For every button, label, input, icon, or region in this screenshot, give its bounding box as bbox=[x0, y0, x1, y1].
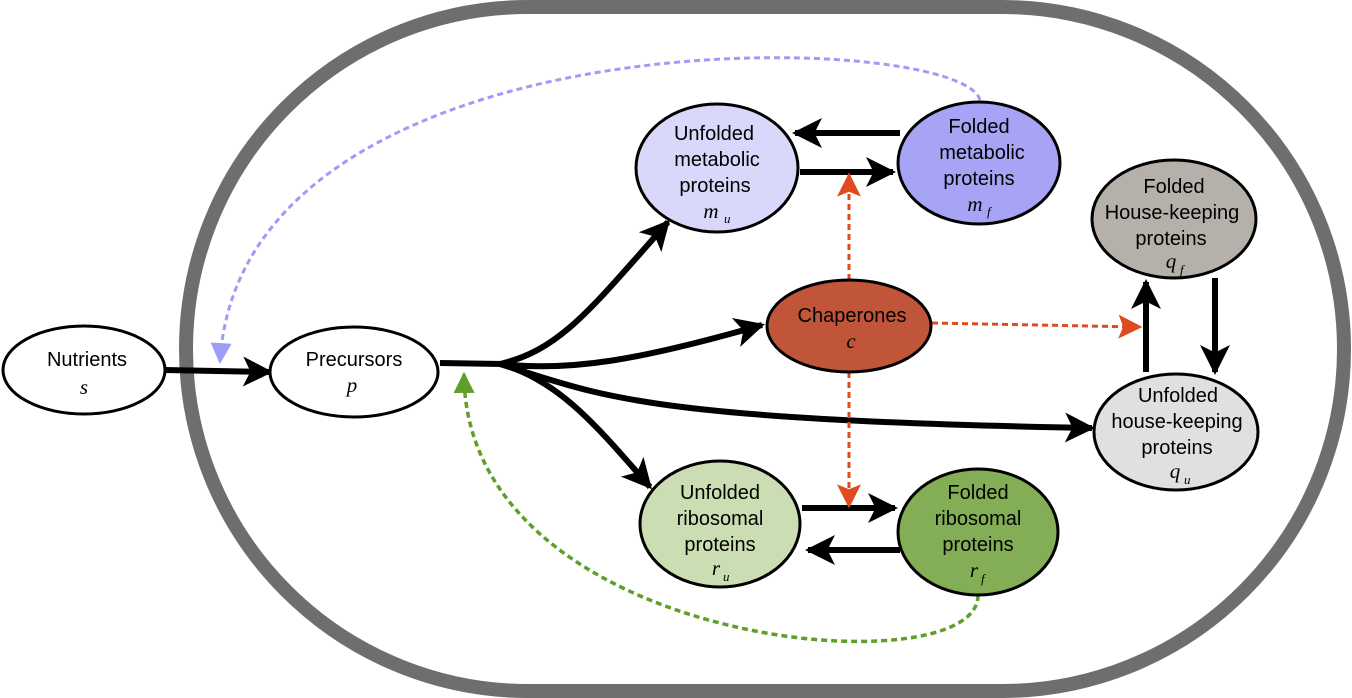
chaperone-arrows bbox=[837, 172, 1143, 509]
metabolic-feedback-arrow bbox=[210, 56, 982, 365]
unfolded-ribosomal-symbol: r bbox=[712, 556, 721, 580]
folded-housekeeping-line1: Folded bbox=[1143, 176, 1204, 198]
folded-ribosomal-line3: proteins bbox=[942, 534, 1013, 556]
unfolded-metabolic-symbol: m bbox=[703, 199, 718, 223]
arrow-to-unfolded-housekeeping bbox=[499, 361, 1095, 443]
arrow-to-chaperones bbox=[499, 318, 765, 370]
unfolded-metabolic-line2: metabolic bbox=[674, 149, 760, 171]
flow-arrows bbox=[164, 118, 1230, 565]
arrow-to-unfolded-ribosomal bbox=[499, 361, 653, 490]
node-precursors: Precursors p bbox=[268, 325, 440, 419]
ribosomal-feedback-arrow bbox=[453, 371, 980, 644]
unfolded-ribosomal-line2: ribosomal bbox=[677, 508, 764, 530]
node-unfolded-ribosomal: Unfolded ribosomal proteins r u bbox=[638, 459, 802, 589]
unfolded-metabolic-line1: Unfolded bbox=[674, 123, 754, 145]
folded-metabolic-line2: metabolic bbox=[939, 142, 1025, 164]
chaperone-arrow-housekeeping bbox=[931, 314, 1143, 339]
node-unfolded-housekeeping: Unfolded house-keeping proteins q u bbox=[1092, 372, 1260, 492]
chaperones-label: Chaperones bbox=[798, 305, 907, 327]
nutrients-label: Nutrients bbox=[47, 349, 127, 371]
unfolded-housekeeping-line2: house-keeping bbox=[1111, 411, 1242, 433]
precursors-label: Precursors bbox=[306, 349, 403, 371]
folded-housekeeping-subscript: f bbox=[1180, 262, 1186, 277]
node-folded-housekeeping: Folded House-keeping proteins q f bbox=[1090, 158, 1258, 280]
folded-housekeeping-symbol: q bbox=[1166, 249, 1177, 273]
folded-metabolic-line1: Folded bbox=[948, 116, 1009, 138]
folded-metabolic-subscript: f bbox=[987, 204, 993, 219]
unfolded-ribosomal-line3: proteins bbox=[684, 534, 755, 556]
arrow-precursors-trunk bbox=[439, 360, 503, 367]
unfolded-ribosomal-subscript: u bbox=[723, 569, 730, 584]
folded-ribosomal-subscript: f bbox=[981, 571, 987, 586]
node-unfolded-metabolic: Unfolded metabolic proteins m u bbox=[634, 102, 800, 234]
precursors-symbol: p bbox=[345, 373, 358, 397]
chaperones-symbol: c bbox=[846, 329, 856, 353]
cell-membrane bbox=[179, 0, 1351, 698]
folded-ribosomal-line2: ribosomal bbox=[935, 508, 1022, 530]
unfolded-housekeeping-line1: Unfolded bbox=[1138, 385, 1218, 407]
node-nutrients: Nutrients s bbox=[1, 324, 167, 416]
nutrients-symbol: s bbox=[80, 375, 88, 399]
folded-metabolic-line3: proteins bbox=[943, 168, 1014, 190]
unfolded-metabolic-subscript: u bbox=[724, 211, 731, 226]
arrow-nutrients-to-precursors bbox=[164, 356, 273, 387]
folded-metabolic-symbol: m bbox=[967, 192, 982, 216]
unfolded-housekeeping-line3: proteins bbox=[1141, 437, 1212, 459]
folded-ribosomal-line1: Folded bbox=[947, 482, 1008, 504]
unfolded-housekeeping-symbol: q bbox=[1170, 459, 1181, 483]
folded-ribosomal-symbol: r bbox=[970, 558, 979, 582]
unfolded-metabolic-line3: proteins bbox=[679, 175, 750, 197]
node-folded-metabolic: Folded metabolic proteins m f bbox=[896, 100, 1062, 226]
folded-housekeeping-line2: House-keeping bbox=[1105, 202, 1240, 224]
node-chaperones: Chaperones c bbox=[765, 278, 933, 374]
unfolded-ribosomal-line1: Unfolded bbox=[680, 482, 760, 504]
unfolded-housekeeping-subscript: u bbox=[1184, 472, 1191, 487]
node-folded-ribosomal: Folded ribosomal proteins r f bbox=[896, 467, 1060, 597]
arrow-to-unfolded-metabolic bbox=[499, 219, 671, 367]
folded-housekeeping-line3: proteins bbox=[1135, 228, 1206, 250]
